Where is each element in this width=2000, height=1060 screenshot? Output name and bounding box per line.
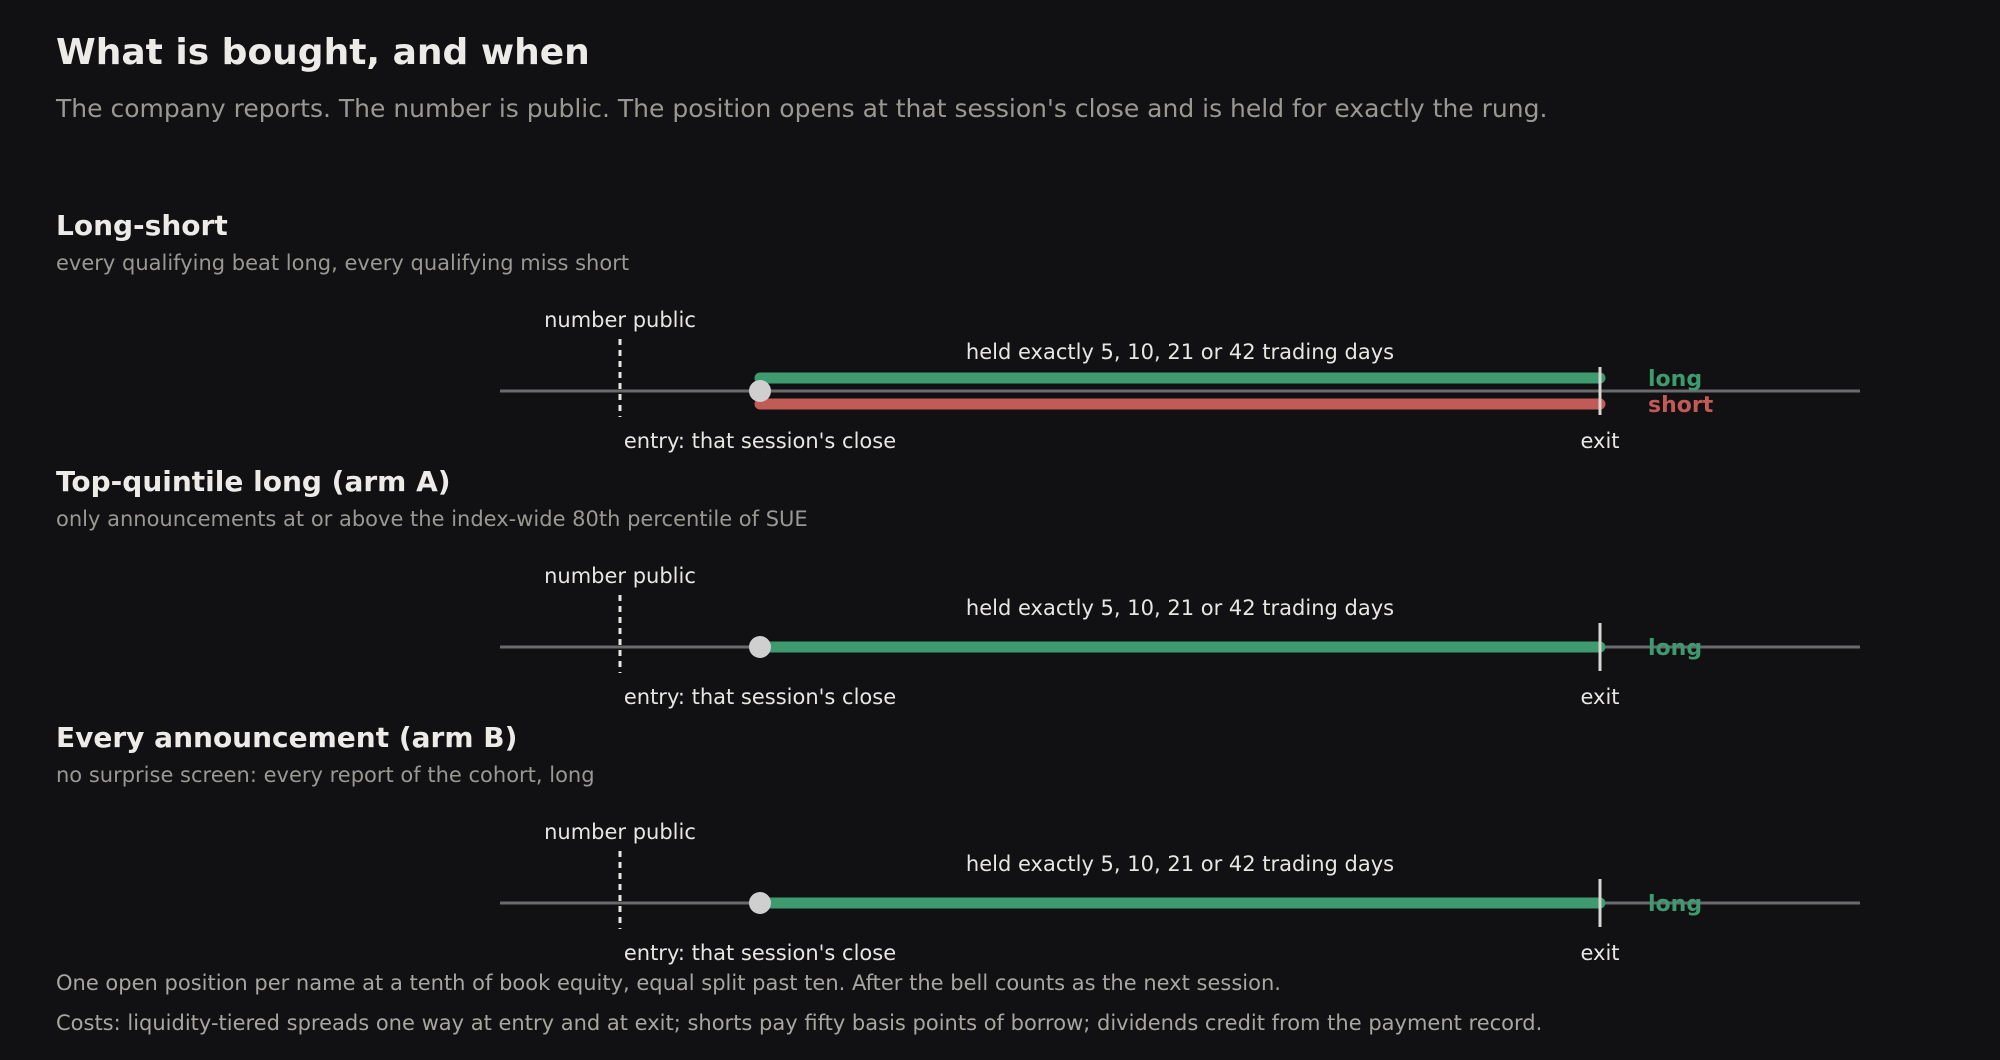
exit-label: exit <box>1580 429 1619 453</box>
long-leg-label: long <box>1648 892 1702 917</box>
holding-period-label: held exactly 5, 10, 21 or 42 trading day… <box>966 852 1394 876</box>
section-title-arm-a: Top-quintile long (arm A) <box>56 465 451 498</box>
long-leg-label: long <box>1648 367 1702 392</box>
exit-label: exit <box>1580 941 1619 965</box>
short-leg-label: short <box>1648 393 1714 418</box>
number-public-label: number public <box>544 564 696 588</box>
section-description-arm-b: no surprise screen: every report of the … <box>56 763 595 787</box>
entry-point-marker <box>749 380 771 402</box>
section-title-arm-b: Every announcement (arm B) <box>56 721 518 754</box>
entry-label: entry: that session's close <box>624 941 896 965</box>
section-description-arm-a: only announcements at or above the index… <box>56 507 808 531</box>
number-public-label: number public <box>544 820 696 844</box>
number-public-label: number public <box>544 308 696 332</box>
entry-label: entry: that session's close <box>624 685 896 709</box>
page-title: What is bought, and when <box>56 32 590 73</box>
entry-label: entry: that session's close <box>624 429 896 453</box>
entry-point-marker <box>749 636 771 658</box>
page-subtitle: The company reports. The number is publi… <box>56 94 1548 123</box>
holding-period-label: held exactly 5, 10, 21 or 42 trading day… <box>966 596 1394 620</box>
long-leg-label: long <box>1648 636 1702 661</box>
entry-point-marker <box>749 892 771 914</box>
holding-period-label: held exactly 5, 10, 21 or 42 trading day… <box>966 340 1394 364</box>
exit-label: exit <box>1580 685 1619 709</box>
section-title-long-short: Long-short <box>56 209 228 242</box>
section-description-long-short: every qualifying beat long, every qualif… <box>56 251 630 275</box>
footnote-costs: Costs: liquidity-tiered spreads one way … <box>56 1011 1543 1035</box>
footnote-positions: One open position per name at a tenth of… <box>56 971 1281 995</box>
